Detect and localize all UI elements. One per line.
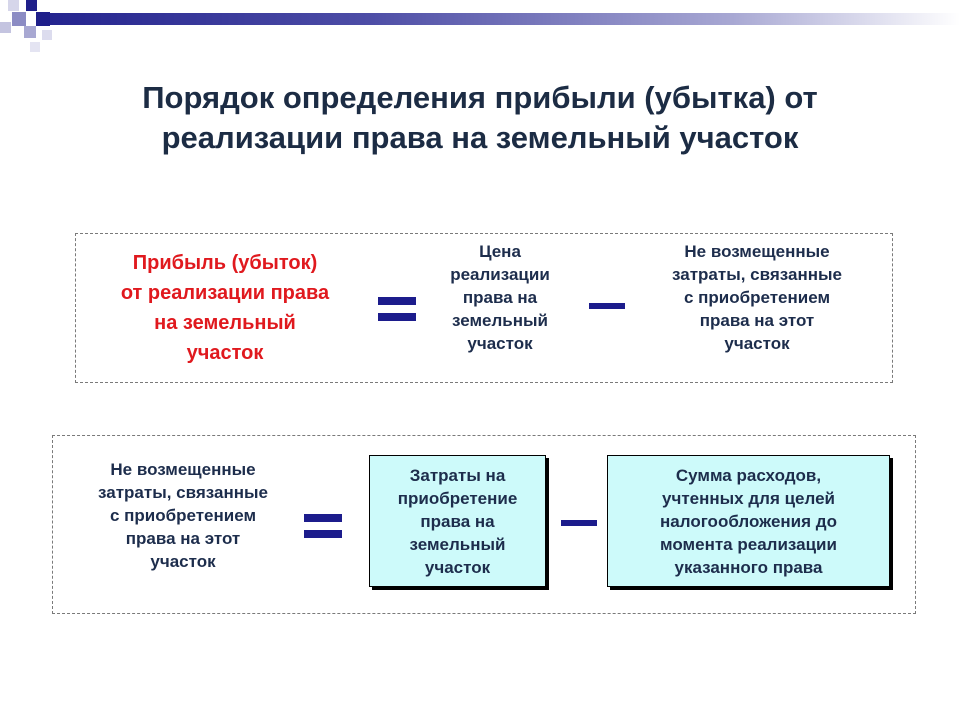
acquisition-costs-box: Затраты на приобретение права на земельн…: [369, 455, 546, 587]
equals-icon: [378, 297, 416, 321]
minus-icon: [561, 520, 597, 526]
formula-panel-2: [52, 435, 916, 614]
title-line-1: Порядок определения прибыли (убытка) от: [142, 80, 818, 115]
profit-result-label: Прибыль (убыток) от реализации права на …: [120, 252, 330, 364]
header-gradient-bar: [50, 13, 960, 25]
slide-title: Порядок определения прибыли (убытка) от …: [40, 78, 920, 158]
tax-expenses-box: Сумма расходов, учтенных для целей налог…: [607, 455, 890, 587]
equals-icon: [304, 514, 342, 538]
unreimbursed-costs-term: Не возмещенные затраты, связанные с прио…: [672, 242, 842, 353]
formula-panel-1: [75, 233, 893, 383]
unreimbursed-costs-result: Не возмещенные затраты, связанные с прио…: [98, 460, 268, 571]
minus-icon: [589, 303, 625, 309]
sale-price-term: Цена реализации права на земельный участ…: [450, 242, 550, 353]
title-line-2: реализации права на земельный участок: [161, 120, 799, 155]
